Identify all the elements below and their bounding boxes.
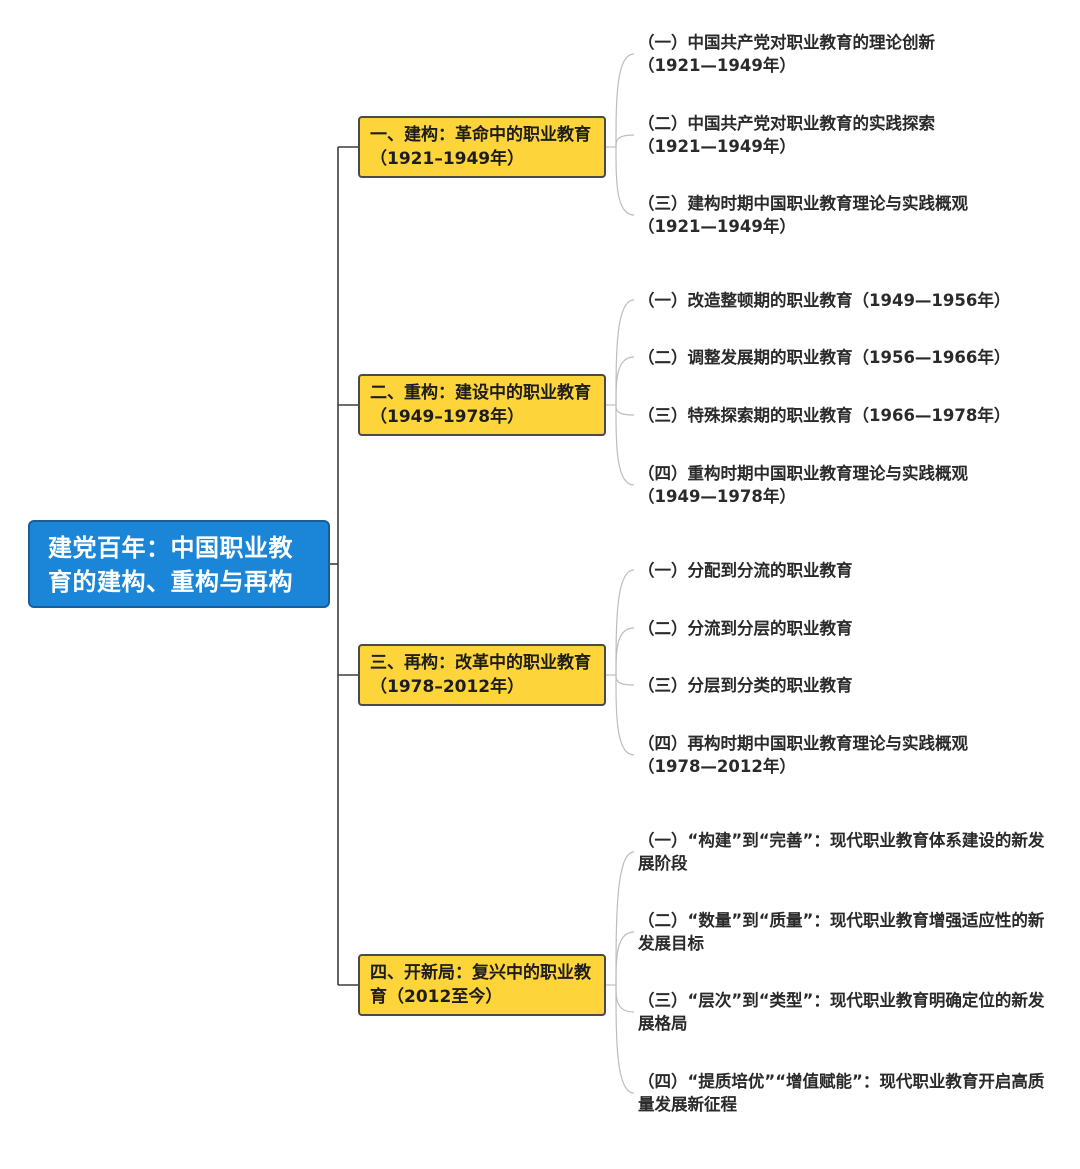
leaf-3-3[interactable]: （三）分层到分类的职业教育 [638, 676, 853, 695]
leaf-3-1[interactable]: （一）分配到分流的职业教育 [638, 561, 853, 580]
leaf-2-2[interactable]: （二）调整发展期的职业教育（1956—1966年） [638, 348, 1011, 367]
leaf-curve-2-2 [615, 356, 635, 406]
leaf-curve-4-4 [615, 984, 635, 1094]
root-topic[interactable]: 建党百年：中国职业教育的建构、重构与再构 [28, 520, 330, 608]
branch-new-era[interactable]: 四、开新局：复兴中的职业教育（2012至今） [358, 954, 606, 1016]
leaf-curve-1-3 [615, 146, 635, 216]
leaf-curve-4-3 [615, 984, 635, 1013]
leaf-4-1[interactable]: （一）“构建”到“完善”：现代职业教育体系建设的新发展阶段 [638, 831, 1045, 873]
leaf-4-3[interactable]: （三）“层次”到“类型”：现代职业教育明确定位的新发展格局 [638, 991, 1045, 1033]
leaf-curve-4-1 [615, 851, 635, 986]
leaf-3-4[interactable]: （四）再构时期中国职业教育理论与实践概观（1978—2012年） [638, 734, 968, 776]
leaf-curve-3-3 [615, 674, 635, 686]
leaf-curve-3-1 [615, 569, 635, 676]
leaf-2-3[interactable]: （三）特殊探索期的职业教育（1966—1978年） [638, 406, 1011, 425]
leaf-curve-4-2 [615, 931, 635, 986]
leaf-2-1[interactable]: （一）改造整顿期的职业教育（1949—1956年） [638, 291, 1011, 310]
leaf-curve-3-2 [615, 627, 635, 676]
leaf-1-1[interactable]: （一）中国共产党对职业教育的理论创新（1921—1949年） [638, 33, 935, 75]
leaf-curve-2-3 [615, 404, 635, 416]
leaf-curve-2-1 [615, 299, 635, 406]
leaf-1-3[interactable]: （三）建构时期中国职业教育理论与实践概观（1921—1949年） [638, 194, 968, 236]
leaf-curve-1-2 [615, 134, 635, 148]
branch-reconstruction[interactable]: 二、重构：建设中的职业教育（1949–1978年） [358, 374, 606, 436]
leaf-1-2[interactable]: （二）中国共产党对职业教育的实践探索（1921—1949年） [638, 114, 935, 156]
leaf-curve-3-4 [615, 674, 635, 756]
leaf-2-4[interactable]: （四）重构时期中国职业教育理论与实践概观（1949—1978年） [638, 464, 968, 506]
leaf-4-2[interactable]: （二）“数量”到“质量”：现代职业教育增强适应性的新发展目标 [638, 911, 1045, 953]
branch-construction[interactable]: 一、建构：革命中的职业教育（1921–1949年） [358, 116, 606, 178]
leaf-curve-1-1 [615, 53, 635, 148]
leaf-curve-2-4 [615, 404, 635, 486]
leaf-4-4[interactable]: （四）“提质培优”“增值赋能”：现代职业教育开启高质量发展新征程 [638, 1072, 1045, 1114]
leaf-3-2[interactable]: （二）分流到分层的职业教育 [638, 619, 853, 638]
branch-restructuring[interactable]: 三、再构：改革中的职业教育（1978–2012年） [358, 644, 606, 706]
